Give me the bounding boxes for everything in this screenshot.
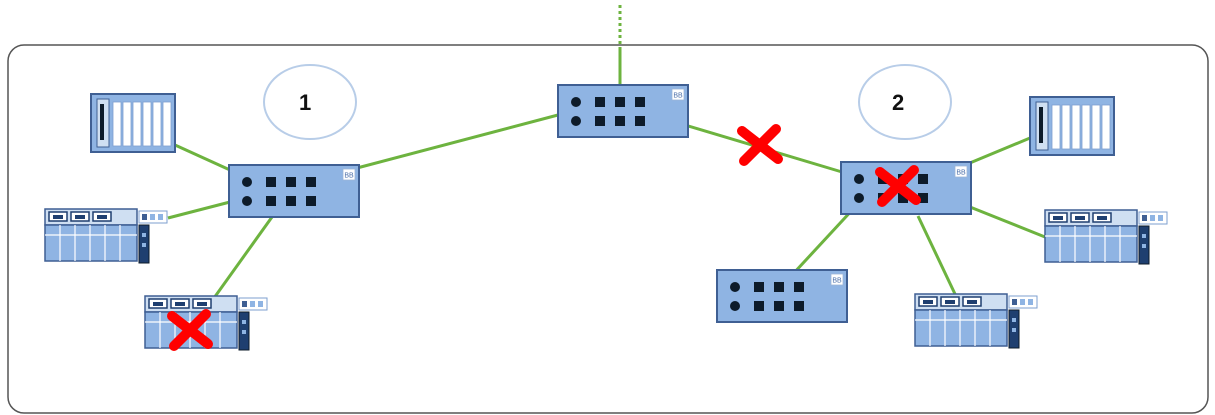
link-plc-right [964, 136, 1031, 167]
left-switch-icon [228, 164, 360, 218]
link-plc-left [174, 143, 231, 172]
link-switch1-center [356, 113, 559, 170]
right-io-module-icon-1 [1044, 209, 1168, 265]
zone-label-2: 2 [858, 64, 952, 140]
link-io-left-2 [212, 216, 274, 299]
link-io-right-2 [916, 215, 957, 295]
bottom-switch-icon [716, 269, 848, 323]
right-io-module-icon-2 [914, 293, 1038, 349]
link-io-right-1 [964, 203, 1046, 239]
svg-text:1: 1 [299, 90, 311, 115]
link-io-left-1 [167, 200, 231, 220]
right-plc-icon [1029, 96, 1115, 156]
network-frame [7, 44, 1209, 414]
left-plc-icon [90, 93, 176, 153]
svg-text:2: 2 [892, 90, 904, 115]
center-switch-icon [557, 84, 689, 138]
zone-label-1: 1 [263, 64, 357, 140]
left-io-module-icon-1 [44, 208, 168, 264]
